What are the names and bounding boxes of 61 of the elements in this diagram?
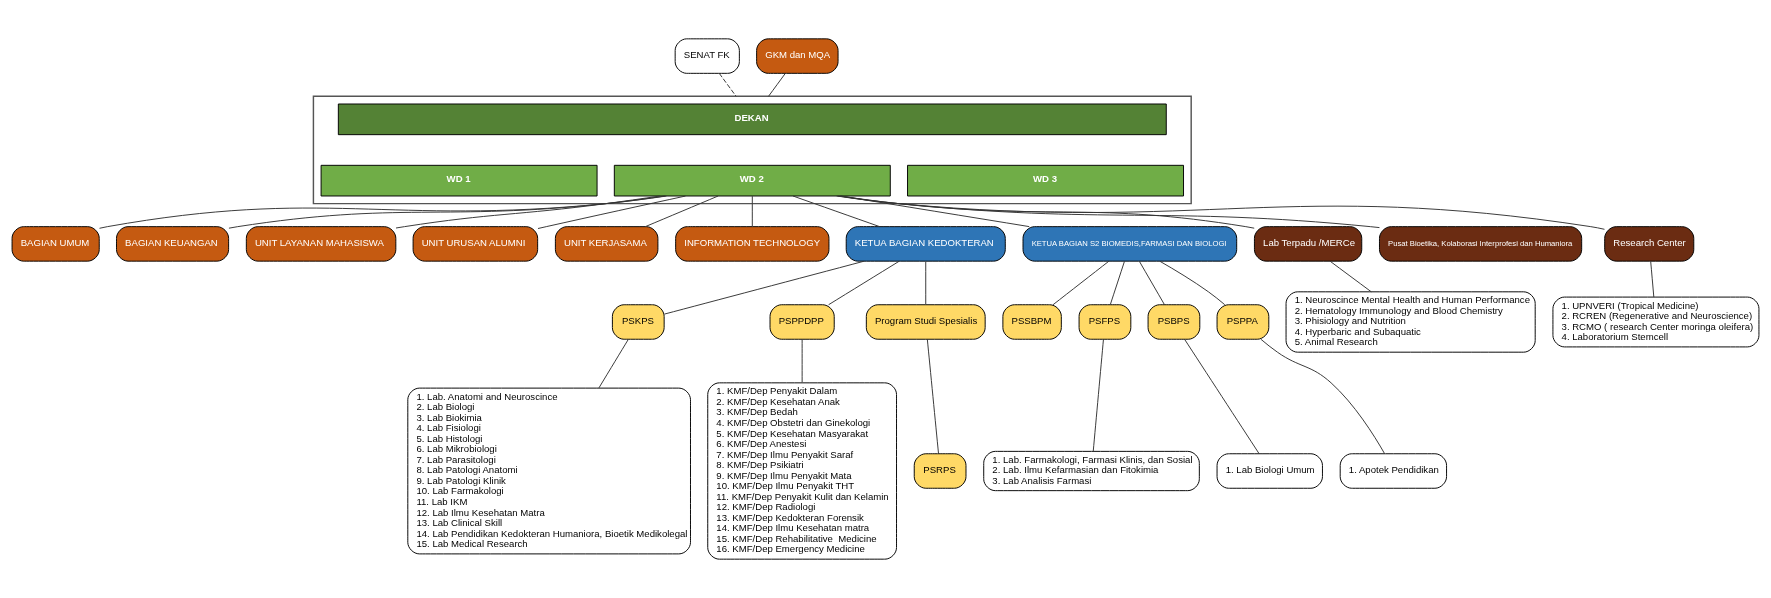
- node-box: 1. UPNVERI (Tropical Medicine) 2. RCREN (Regenerative and Neuroscience) 3. RCMO ( research Center moringa oleifera) 4. Laboratorium Stemcell: [1552, 296, 1760, 348]
- connector: [792, 195, 880, 228]
- connector: [645, 195, 719, 228]
- connector: [718, 73, 737, 97]
- connector: [801, 338, 803, 383]
- connector: [1159, 260, 1226, 306]
- node-box: WD 3: [907, 164, 1184, 197]
- connector: [1109, 260, 1125, 306]
- connector: [1650, 260, 1655, 298]
- cluster: [312, 95, 1192, 205]
- node-box: UNIT LAYANAN MAHASISWA: [245, 226, 397, 262]
- node-box: INFORMATION TECHNOLOGY: [675, 226, 830, 262]
- connector: [1329, 260, 1372, 293]
- node-box: Research Center: [1604, 226, 1695, 262]
- node-box: PSRPS: [913, 453, 967, 489]
- node-box: DEKAN: [337, 103, 1167, 136]
- node-box: Pusat Bioetika, Kolaborasi Interprofesi dan Humaniora: [1379, 226, 1583, 262]
- connector: [1092, 338, 1104, 452]
- node-box: PSKPS: [611, 304, 665, 340]
- node-box: 1. Apotek Pendidikan: [1339, 453, 1448, 489]
- node-box: KETUA BAGIAN S2 BIOMEDIS,FARMASI DAN BIOLOGI: [1022, 226, 1238, 262]
- connector: [537, 195, 686, 229]
- node-box: SENAT FK: [674, 38, 740, 74]
- node-box: WD 1: [320, 164, 598, 197]
- connector: [837, 195, 1380, 229]
- connector: [839, 195, 1255, 229]
- node-box: WD 2: [613, 164, 891, 197]
- node-box: 1. Lab Biologi Umum: [1216, 453, 1323, 489]
- node-box: GKM dan MQA: [756, 38, 839, 74]
- connector: [926, 338, 939, 455]
- node-box: BAGIAN UMUM: [11, 226, 100, 262]
- node-box: PSSBPM: [1002, 304, 1062, 340]
- node-box: UNIT KERJASAMA: [554, 226, 659, 262]
- connector: [840, 195, 1030, 228]
- node-box: 1. KMF/Dep Penyakit Dalam 2. KMF/Dep Kesehatan Anak 3. KMF/Dep Bedah 4. KMF/Dep Obstetri dan Ginekologi 5. KMF/Dep Kesehatan Masyarakat 6. KMF/Dep Anestesi 7. KMF/Dep Ilmu Penyakit Saraf 8. KMF/Dep Psikiatri 9. KMF/Dep Ilmu Penyakit Mata 10. KMF/Dep Ilmu Penyakit THT 11. KMF/Dep Penyakit Kulit dan Kelamin 12. KMF/Dep Radiologi 13. KMF/Dep Kedokteran Forensik 14. KMF/Dep Ilmu Kesehatan matra 15. KMF/Dep Rehabilitative Medicine 16. KMF/Dep Emergency Medicine: [707, 382, 897, 560]
- node-box: 1. Lab. Anatomi and Neuroscince 2. Lab Biologi 3. Lab Biokimia 4. Lab Fisiologi 5. Lab Histologi 6. Lab Mikrobiologi 7. Lab Parasitologi 8. Lab Patologi Anatomi 9. Lab Patologi Klinik 10. Lab Farmakologi 11. Lab IKM 12. Lab Ilmu Kesehatan Matra 13. Lab Clinical Skill 14. Lab Pendidikan Kedokteran Humaniora, Bioetik Medikolegal 15. Lab Medical Research: [407, 387, 691, 555]
- connector: [598, 338, 629, 389]
- node-box: PSBPS: [1147, 304, 1201, 340]
- node-box: 1. Lab. Farmakologi, Farmasi Klinis, dan Sosial 2. Lab. Ilmu Kefarmasian dan Fitokimia 3. Lab Analisis Farmasi: [983, 450, 1200, 492]
- connector: [99, 195, 667, 229]
- node-box: Program Studi Spesialis: [865, 304, 986, 340]
- connector: [925, 260, 927, 306]
- node-box: BAGIAN KEUANGAN: [116, 226, 230, 262]
- connector: [828, 260, 900, 306]
- node-box: PSPPA: [1216, 304, 1270, 340]
- node-box: Lab Terpadu /MERCe: [1253, 226, 1363, 262]
- connector: [1052, 260, 1110, 306]
- connector: [768, 73, 786, 97]
- node-box: KETUA BAGIAN KEDOKTERAN: [845, 226, 1006, 262]
- connector: [664, 260, 865, 315]
- node-box: UNIT URUSAN ALUMNI: [412, 226, 539, 262]
- connector: [751, 195, 753, 227]
- node-box: PSPPDPP: [769, 304, 835, 340]
- node-box: PSFPS: [1078, 304, 1132, 340]
- connector: [1184, 338, 1260, 455]
- connector: [228, 195, 666, 229]
- connector: [395, 195, 661, 229]
- connector: [1138, 260, 1165, 306]
- connector: [836, 195, 1605, 230]
- connector: [1260, 338, 1386, 455]
- node-box: 1. Neuroscince Mental Health and Human Performance 2. Hematology Immunology and Blood Chemistry 3. Phisiology and Nutrition 4. Hyperbaric and Subaquatic 5. Animal Research: [1285, 291, 1536, 353]
